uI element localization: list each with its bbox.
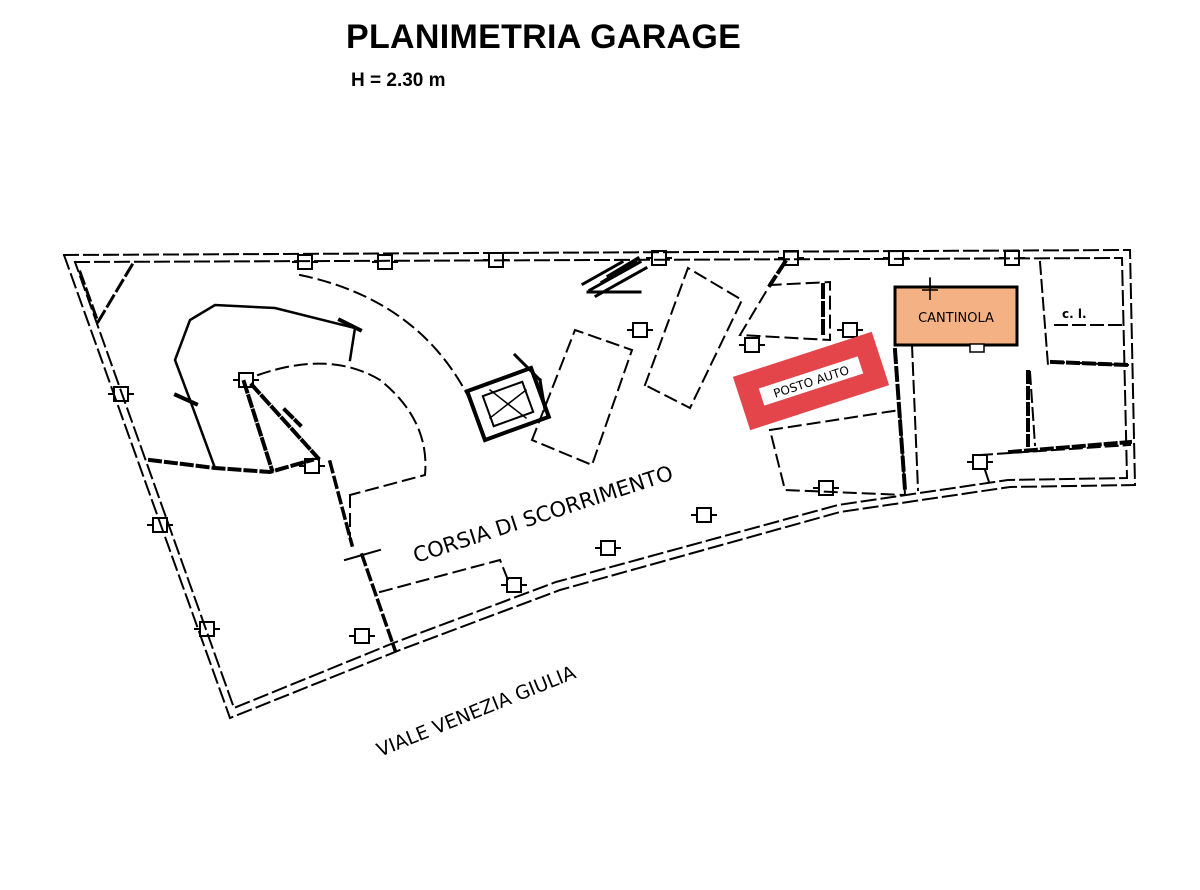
plan-title: PLANIMETRIA GARAGE — [346, 18, 742, 56]
lift-box — [464, 365, 552, 443]
street-label: VIALE VENEZIA GIULIA — [374, 662, 579, 762]
cl-label: c. l. — [1062, 307, 1087, 321]
ramp-curve-outer — [256, 273, 472, 541]
corsia-label: CORSIA DI SCORRIMENTO — [410, 461, 676, 568]
cantinola-room: CANTINOLA — [893, 278, 1019, 353]
corner-detail — [78, 262, 135, 325]
parking-bays — [530, 266, 907, 497]
cantinola-label: CANTINOLA — [918, 311, 994, 326]
posto-auto-bay: POSTO AUTO — [732, 331, 890, 431]
ramp-triangle — [241, 379, 321, 473]
outer-wall — [62, 248, 1137, 720]
stairs — [580, 255, 649, 299]
ramp — [147, 303, 363, 475]
height-note: H = 2.30 m — [351, 70, 446, 91]
